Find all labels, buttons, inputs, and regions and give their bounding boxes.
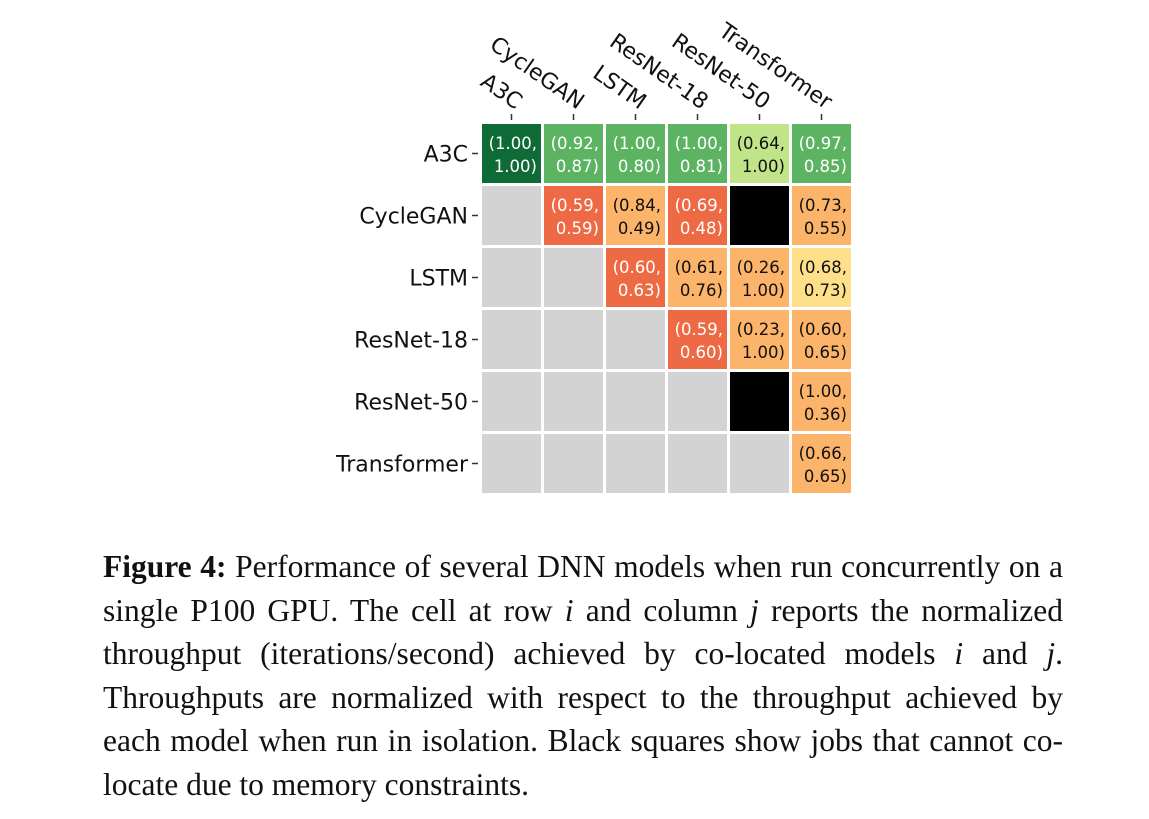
- caption-text-2: and column: [573, 592, 751, 628]
- cell-value-label: 0.76): [680, 281, 723, 300]
- cell-value-label: (0.23,: [737, 320, 785, 339]
- heatmap-cell: [792, 372, 851, 431]
- cell-value-label: (0.84,: [613, 196, 661, 215]
- heatmap-cell: [668, 124, 727, 183]
- caption-var-j-2: j: [1046, 636, 1056, 672]
- caption-label: Figure 4:: [103, 549, 227, 584]
- cell-value-label: (0.26,: [737, 258, 785, 277]
- cell-value-label: 0.63): [618, 281, 661, 300]
- heatmap-cell: [606, 124, 665, 183]
- heatmap-cell: [668, 248, 727, 307]
- cell-value-label: (0.73,: [799, 196, 847, 215]
- heatmap-cell: [606, 186, 665, 245]
- row-tick-label: CycleGAN: [359, 205, 468, 230]
- heatmap-cell: [730, 310, 789, 369]
- heatmap-cell: [668, 310, 727, 369]
- row-tick-label: Transformer: [335, 453, 469, 478]
- cell-value-label: 0.81): [680, 157, 723, 176]
- row-tick-label: ResNet-18: [354, 329, 468, 354]
- heatmap-cell: [482, 310, 541, 369]
- cell-value-label: (1.00,: [613, 134, 661, 153]
- cell-value-label: (1.00,: [799, 382, 847, 401]
- cell-value-label: (1.00,: [489, 134, 537, 153]
- heatmap-cell: [730, 186, 789, 245]
- heatmap-cell: [544, 310, 603, 369]
- row-tick-label: A3C: [424, 143, 468, 168]
- heatmap-cell: [730, 434, 789, 493]
- figure-caption: Figure 4: Performance of several DNN mod…: [103, 545, 1063, 807]
- cell-value-label: 0.36): [804, 405, 847, 424]
- heatmap-cell: [482, 124, 541, 183]
- caption-var-i-2: i: [954, 636, 964, 672]
- cell-value-label: 0.65): [804, 343, 847, 362]
- cell-value-label: (0.69,: [675, 196, 723, 215]
- caption-var-i: i: [564, 592, 574, 628]
- heatmap-cell: [730, 124, 789, 183]
- heatmap-cell: [606, 248, 665, 307]
- cell-value-label: 0.85): [804, 157, 847, 176]
- heatmap-cell: [792, 186, 851, 245]
- cell-value-label: (0.61,: [675, 258, 723, 277]
- heatmap-cell: [544, 434, 603, 493]
- cell-value-label: 0.65): [804, 467, 847, 486]
- cell-value-label: 0.49): [618, 219, 661, 238]
- cell-value-label: 0.80): [618, 157, 661, 176]
- heatmap-cell: [668, 186, 727, 245]
- heatmap-chart: (1.00, 1.00) (0.92, 0.87) (1.00, 0.80) (1.00, 0…: [335, 18, 851, 493]
- heatmap-cell: [482, 186, 541, 245]
- cell-value-label: (0.60,: [799, 320, 847, 339]
- heatmap-cell: [606, 434, 665, 493]
- row-tick-label: LSTM: [409, 267, 468, 292]
- heatmap-cell: [730, 372, 789, 431]
- heatmap-cell: [482, 434, 541, 493]
- cell-value-label: (0.97,: [799, 134, 847, 153]
- heatmap-cell: [544, 372, 603, 431]
- caption-var-j: j: [750, 592, 759, 628]
- cell-value-label: 0.59): [556, 219, 599, 238]
- cell-value-label: (0.68,: [799, 258, 847, 277]
- cell-value-label: 1.00): [742, 343, 785, 362]
- cell-value-label: (0.64,: [737, 134, 785, 153]
- heatmap-cell: [482, 248, 541, 307]
- cell-value-label: 0.60): [680, 343, 723, 362]
- cell-value-label: 1.00): [742, 281, 785, 300]
- caption-text-5: . Throughputs are normalized with respec…: [103, 636, 1063, 802]
- caption-text-3: reports the normalized throughput (itera…: [103, 592, 1063, 672]
- heatmap-cell: [606, 310, 665, 369]
- heatmap-cell: [544, 186, 603, 245]
- cell-value-label: (0.66,: [799, 444, 847, 463]
- cell-value-label: 1.00): [742, 157, 785, 176]
- heatmap-cell: [792, 124, 851, 183]
- cell-value-label: 0.48): [680, 219, 723, 238]
- heatmap-cell: [606, 372, 665, 431]
- heatmap-cell: [792, 248, 851, 307]
- cell-value-label: (1.00,: [675, 134, 723, 153]
- heatmap-cell: [544, 248, 603, 307]
- cell-value-label: 0.87): [556, 157, 599, 176]
- cell-value-label: 1.00): [494, 157, 537, 176]
- cell-value-label: (0.92,: [551, 134, 599, 153]
- heatmap-cell: [792, 310, 851, 369]
- cell-value-label: (0.59,: [675, 320, 723, 339]
- heatmap-cell: [668, 372, 727, 431]
- cell-value-label: 0.55): [804, 219, 847, 238]
- cell-value-label: 0.73): [804, 281, 847, 300]
- heatmap-cell: [730, 248, 789, 307]
- cell-value-label: (0.59,: [551, 196, 599, 215]
- caption-text-4: and: [963, 636, 1047, 672]
- row-tick-label: ResNet-50: [354, 391, 468, 416]
- heatmap-cell: [792, 434, 851, 493]
- cell-value-label: (0.60,: [613, 258, 661, 277]
- heatmap-cell: [668, 434, 727, 493]
- heatmap-cell: [544, 124, 603, 183]
- caption-text-1: Performance of several DNN models when r…: [103, 549, 1063, 628]
- heatmap-cell: [482, 372, 541, 431]
